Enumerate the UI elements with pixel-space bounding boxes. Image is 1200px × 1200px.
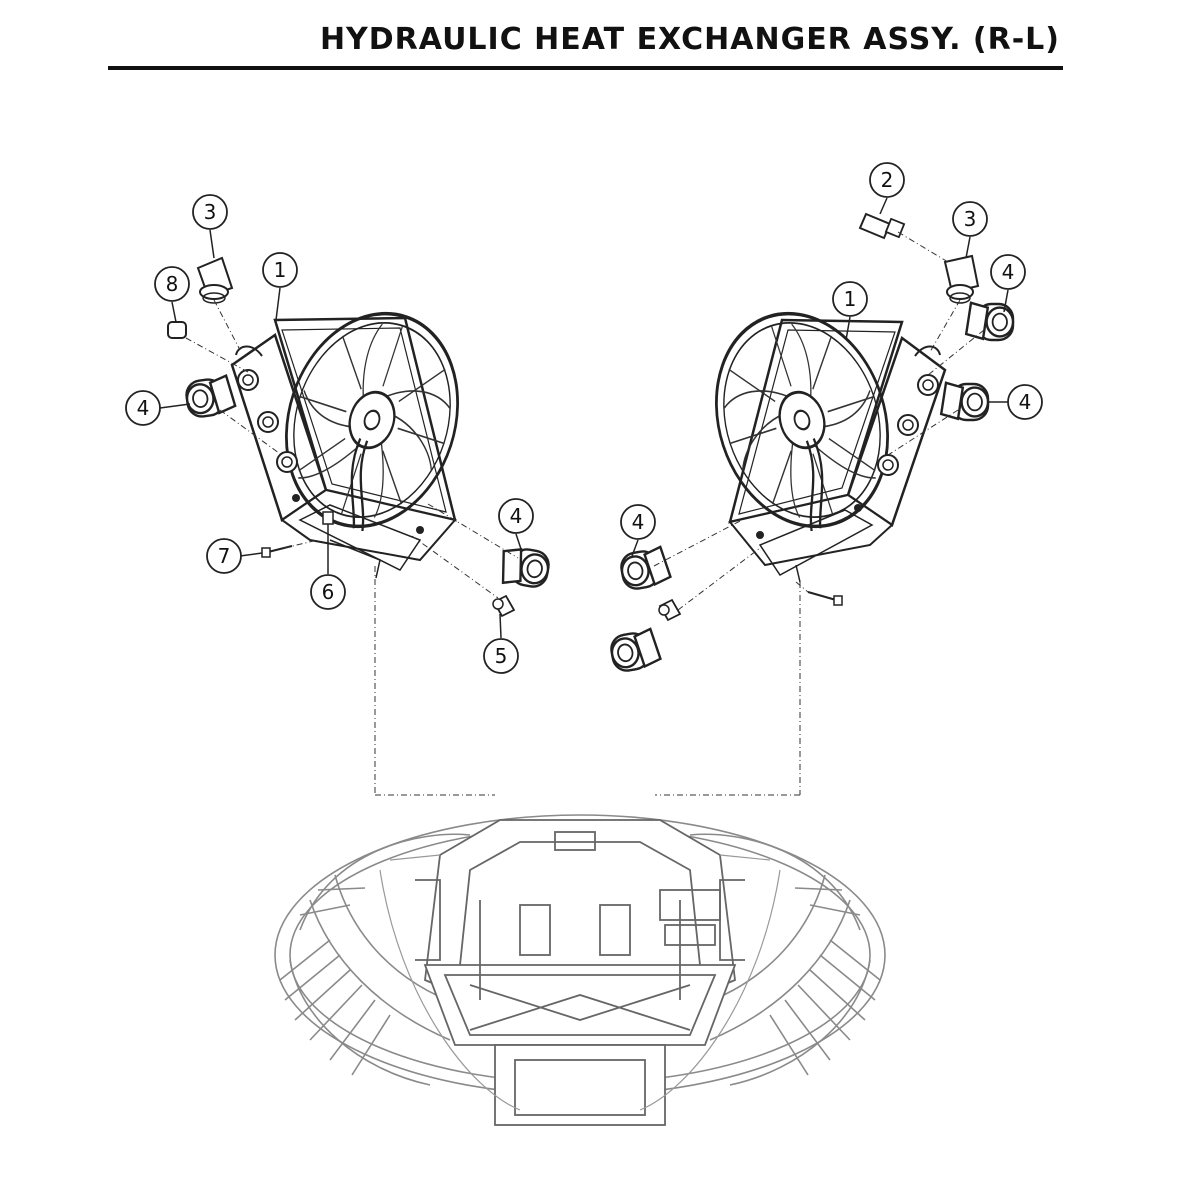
svg-text:4: 4 <box>1002 260 1015 284</box>
callout-right-4c: 4 <box>620 504 656 540</box>
right-elbow-fitting-4a <box>965 301 1015 342</box>
svg-text:4: 4 <box>137 396 150 420</box>
callout-right-1: 1 <box>832 281 868 317</box>
left-heat-exchanger <box>230 289 487 579</box>
svg-text:8: 8 <box>166 272 179 296</box>
svg-text:4: 4 <box>1019 390 1032 414</box>
svg-text:3: 3 <box>204 200 217 224</box>
svg-text:2: 2 <box>881 168 894 192</box>
svg-text:4: 4 <box>632 510 645 534</box>
callout-right-2: 2 <box>869 162 905 198</box>
left-elbow-fitting-4a <box>183 373 238 420</box>
svg-text:3: 3 <box>964 207 977 231</box>
callout-left-6: 6 <box>310 574 346 610</box>
right-elbow-fitting-4b <box>940 381 990 422</box>
callout-left-3: 3 <box>192 194 228 230</box>
callout-right-4b: 4 <box>1007 384 1043 420</box>
svg-text:7: 7 <box>218 544 231 568</box>
callout-left-8: 8 <box>154 266 190 302</box>
left-plug-8 <box>167 321 187 339</box>
right-elbow-fitting-4c <box>617 544 673 593</box>
callout-left-4a: 4 <box>125 390 161 426</box>
left-elbow-fitting-3 <box>196 256 234 304</box>
callout-right-3: 3 <box>952 201 988 237</box>
callout-left-5: 5 <box>483 638 519 674</box>
left-adapter-5 <box>492 594 516 618</box>
machine-frame <box>274 814 886 1126</box>
callout-left-1: 1 <box>262 252 298 288</box>
svg-text:1: 1 <box>274 258 287 282</box>
left-leader-lines <box>185 299 519 796</box>
title-underline <box>108 66 1063 70</box>
callout-left-7: 7 <box>206 538 242 574</box>
svg-text:1: 1 <box>844 287 857 311</box>
svg-text:6: 6 <box>322 580 335 604</box>
callout-left-4b: 4 <box>498 498 534 534</box>
svg-text:4: 4 <box>510 504 523 528</box>
page-title: HYDRAULIC HEAT EXCHANGER ASSY. (R-L) <box>319 22 1060 57</box>
callout-leaders <box>159 197 1009 639</box>
svg-text:5: 5 <box>495 644 508 668</box>
right-elbow-fitting-3 <box>943 254 980 304</box>
right-elbow-fitting-4d <box>607 626 663 675</box>
right-adapter-5 <box>658 598 682 622</box>
right-bolt <box>807 591 843 606</box>
right-adapter-2 <box>858 212 906 240</box>
right-leader-lines <box>653 231 985 796</box>
right-heat-exchanger <box>687 289 947 583</box>
left-elbow-fitting-4b <box>497 544 553 592</box>
callout-right-4a: 4 <box>990 254 1026 290</box>
left-nut-6 <box>322 511 334 525</box>
